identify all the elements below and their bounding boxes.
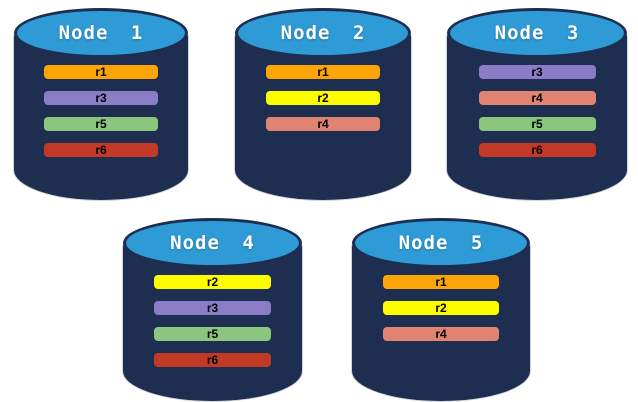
replica-row-list: r1 r3 r5 r6 bbox=[14, 65, 188, 157]
replica-row-list: r3 r4 r5 r6 bbox=[447, 65, 627, 157]
replica-bar-r6: r6 bbox=[154, 353, 271, 367]
cylinder-top-ellipse: Node 2 bbox=[235, 8, 411, 58]
node-2-cylinder: Node 2 r1 r2 r4 bbox=[235, 8, 411, 200]
cylinder-body bbox=[14, 33, 188, 200]
node-title: Node 4 bbox=[170, 232, 255, 254]
node-title: Node 1 bbox=[58, 22, 144, 44]
cylinder-top-ellipse: Node 3 bbox=[447, 8, 627, 58]
replica-bar-r3: r3 bbox=[154, 301, 271, 315]
cylinder-body bbox=[447, 33, 627, 200]
replica-row-list: r1 r2 r4 bbox=[235, 65, 411, 131]
replica-bar-r6: r6 bbox=[478, 143, 596, 157]
node-1-cylinder: Node 1 r1 r3 r5 r6 bbox=[14, 8, 188, 200]
replica-bar-r4: r4 bbox=[383, 327, 499, 341]
cylinder-top-ellipse: Node 5 bbox=[352, 218, 530, 268]
replica-bar-r6: r6 bbox=[44, 143, 158, 157]
cylinder-body bbox=[352, 243, 530, 401]
node-4-cylinder: Node 4 r2 r3 r5 r6 bbox=[123, 218, 302, 401]
replica-bar-r4: r4 bbox=[265, 117, 381, 131]
replica-bar-r5: r5 bbox=[478, 117, 596, 131]
cylinder-body bbox=[123, 243, 302, 401]
replica-bar-r3: r3 bbox=[478, 65, 596, 79]
replica-bar-r4: r4 bbox=[478, 91, 596, 105]
replica-bar-r5: r5 bbox=[44, 117, 158, 131]
node-title: Node 3 bbox=[494, 22, 580, 44]
node-5-cylinder: Node 5 r1 r2 r4 bbox=[352, 218, 530, 401]
replica-row-list: r1 r2 r4 bbox=[352, 275, 530, 341]
node-3-cylinder: Node 3 r3 r4 r5 r6 bbox=[447, 8, 627, 200]
cylinder-body bbox=[235, 33, 411, 200]
replica-bar-r5: r5 bbox=[154, 327, 271, 341]
replica-bar-r2: r2 bbox=[383, 301, 499, 315]
replica-bar-r2: r2 bbox=[154, 275, 271, 289]
replica-bar-r3: r3 bbox=[44, 91, 158, 105]
cylinder-top-ellipse: Node 1 bbox=[14, 8, 188, 58]
replica-row-list: r2 r3 r5 r6 bbox=[123, 275, 302, 367]
replica-bar-r1: r1 bbox=[44, 65, 158, 79]
node-title: Node 2 bbox=[280, 22, 366, 44]
node-title: Node 5 bbox=[398, 232, 484, 254]
replica-bar-r2: r2 bbox=[265, 91, 381, 105]
replica-bar-r1: r1 bbox=[265, 65, 381, 79]
replica-bar-r1: r1 bbox=[383, 275, 499, 289]
cylinder-top-ellipse: Node 4 bbox=[123, 218, 302, 268]
